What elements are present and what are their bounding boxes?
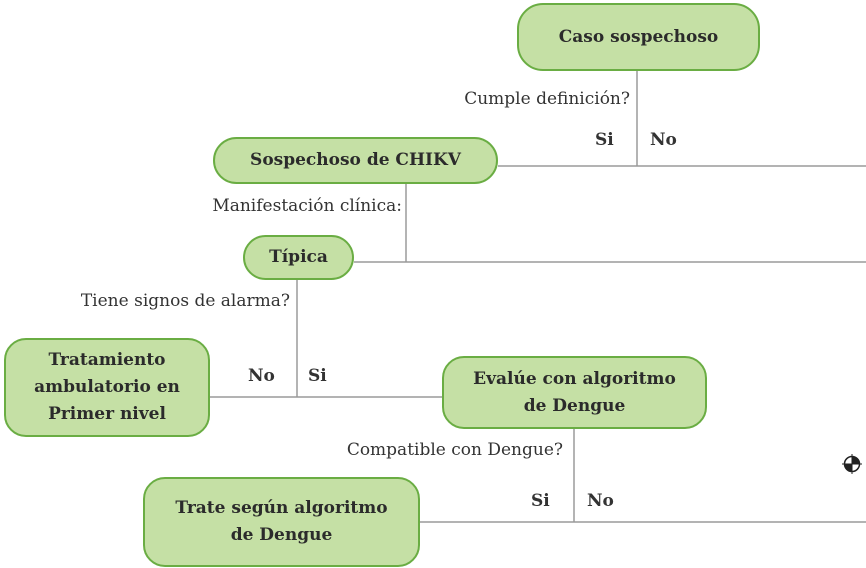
node-tratamiento-ambulatorio: Tratamiento ambulatorio en Primer nivel xyxy=(4,338,210,437)
question-cumple-definicion: Cumple definición? xyxy=(464,89,630,109)
node-trate-line-2: de Dengue xyxy=(230,525,333,545)
answer-signos-no: No xyxy=(248,366,275,386)
node-evalue-line-2: de Dengue xyxy=(523,395,626,416)
answer-signos-si: Si xyxy=(308,366,327,386)
node-sospechoso-chikv-text: Sospechoso de CHIKV xyxy=(250,150,461,170)
node-evalue-line-1: Evalúe con algoritmo xyxy=(473,368,676,389)
question-signos-alarma: Tiene signos de alarma? xyxy=(80,291,290,311)
node-tratamiento-line-1: Tratamiento xyxy=(48,350,166,370)
node-trate-dengue: Trate según algoritmo de Dengue xyxy=(143,477,420,567)
node-trate-line-1: Trate según algoritmo xyxy=(175,498,388,518)
answer-cumple-si: Si xyxy=(595,130,614,150)
node-tipica: Típica xyxy=(243,235,354,280)
node-caso-sospechoso: Caso sospechoso xyxy=(517,3,760,71)
node-tratamiento-line-2: ambulatorio en xyxy=(34,377,180,397)
question-manifestacion-clinica: Manifestación clínica: xyxy=(212,196,402,216)
node-caso-sospechoso-text: Caso sospechoso xyxy=(558,26,719,47)
node-sospechoso-chikv: Sospechoso de CHIKV xyxy=(213,137,498,184)
node-evalue-dengue: Evalúe con algoritmo de Dengue xyxy=(442,356,707,429)
answer-compatible-si: Si xyxy=(531,491,550,511)
crosshair-registration-icon xyxy=(842,454,862,474)
answer-cumple-no: No xyxy=(650,130,677,150)
node-tipica-text: Típica xyxy=(269,247,328,267)
question-compatible-dengue: Compatible con Dengue? xyxy=(346,440,563,460)
answer-compatible-no: No xyxy=(587,491,614,511)
node-tratamiento-line-3: Primer nivel xyxy=(48,404,166,424)
